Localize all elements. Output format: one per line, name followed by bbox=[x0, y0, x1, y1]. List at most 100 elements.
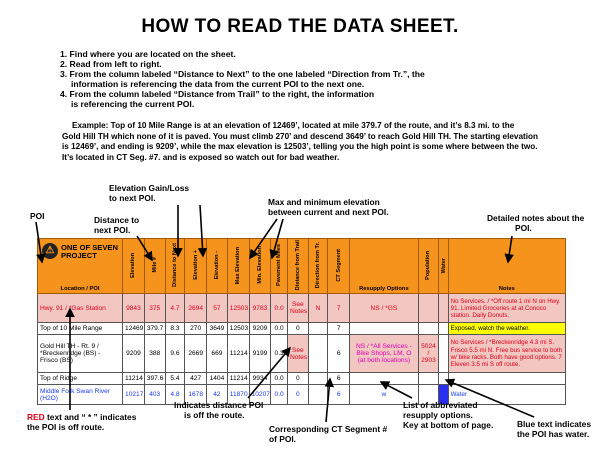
annotation-notes: Detailed notes about the POI. bbox=[487, 213, 584, 233]
page-title: HOW TO READ THE DATA SHEET. bbox=[141, 16, 459, 37]
example-line-4: It’s located in CT Seg. #7. and is expos… bbox=[62, 152, 340, 162]
cell-notes: Water bbox=[447, 384, 567, 406]
red-word: RED bbox=[27, 412, 45, 422]
example-line-3: is 12469’, and ending is 9209’, while th… bbox=[62, 142, 538, 151]
cell-notes: No Services / *Breckenridge 4.3 mi S. Fr… bbox=[447, 334, 567, 374]
cell-resupply: NS / *All Services - Bike Shops, LM, O (… bbox=[349, 334, 419, 374]
annotation-line: of POI. bbox=[269, 434, 296, 444]
arrow-poi bbox=[35, 221, 46, 264]
arrow-distance-poi bbox=[247, 346, 292, 399]
header-label: Notes bbox=[498, 286, 515, 293]
annotation-max-min: Max and minimum elevation between curren… bbox=[268, 197, 389, 217]
step-1: 1. Find where you are located on the she… bbox=[60, 49, 236, 59]
step-3: 3. From the column labeled “Distance to … bbox=[60, 69, 425, 79]
table-row: Top of 10 Mile Range 12469 379.7 8.3 270… bbox=[36, 322, 567, 336]
arrow-ct-segment bbox=[324, 377, 335, 423]
table-row: Gold Hill TH - Rt. 9 / *Breckenridge (BS… bbox=[36, 334, 567, 374]
cell-elevation: 9843 bbox=[122, 293, 145, 324]
annotation-line: Max and minimum elevation bbox=[268, 197, 380, 207]
arrow-resupply bbox=[379, 381, 413, 399]
cell-notes: No Services. / *Off route 1 mi N on Hwy.… bbox=[447, 293, 567, 324]
arrow-min-elevation bbox=[269, 218, 284, 260]
header-water: Water bbox=[438, 237, 449, 295]
annotation-text: text and “ * ” indicates bbox=[44, 412, 137, 422]
step-4: 4. From the column labeled “Distance fro… bbox=[60, 89, 375, 99]
header-elevation: Elevation bbox=[122, 237, 145, 295]
cell-resupply: w bbox=[349, 384, 419, 406]
cell-elevation-plus: 2694 bbox=[184, 293, 208, 324]
annotation-line: Blue text indicates bbox=[517, 419, 592, 429]
header-ct-segment: CT Segment bbox=[327, 237, 351, 295]
example-line-1: Example: Top of 10 Mile Range is at an e… bbox=[72, 121, 515, 130]
annotation-line: Key at bottom of page. bbox=[403, 420, 494, 430]
header-max-elevation: Max Elevation bbox=[226, 237, 250, 295]
annotation-poi: POI bbox=[30, 211, 45, 221]
cell-mile: 375 bbox=[143, 293, 166, 324]
annotation-line: to next POI. bbox=[109, 193, 156, 203]
cell-ct-segment: 7 bbox=[327, 293, 351, 324]
cell-elevation: 10217 bbox=[122, 384, 145, 406]
annotation-line: is off the route. bbox=[184, 410, 245, 420]
header-direction-trail: Direction from Tr. bbox=[307, 237, 329, 295]
annotation-distance-poi: Indicates distance POI is off the route. bbox=[174, 400, 263, 420]
annotation-line: Corresponding CT Segment # bbox=[269, 424, 388, 434]
header-location: ⚠ ONE OF SEVEN PROJECT Location / POI bbox=[36, 237, 124, 295]
example-paragraph: Example: Top of 10 Mile Range is at an e… bbox=[62, 121, 538, 163]
header-resupply: Resupply Options bbox=[349, 237, 419, 295]
annotation-line: Indicates distance POI bbox=[174, 400, 264, 410]
table-row: Middle Fork Swan River (H2O) 10217 403 4… bbox=[36, 384, 567, 406]
arrow-max-elevation bbox=[249, 218, 278, 260]
cell-pavement: 0.0 bbox=[270, 384, 288, 406]
cell-mile: 397.6 bbox=[143, 372, 166, 386]
annotation-blue-text: Blue text indicates the POI has water. bbox=[517, 419, 591, 439]
cell-min-elevation: 9783 bbox=[248, 293, 272, 324]
logo-line: PROJECT bbox=[61, 251, 97, 260]
cell-water-marker bbox=[438, 384, 449, 406]
table-header-row: ⚠ ONE OF SEVEN PROJECT Location / POI El… bbox=[36, 237, 567, 295]
cell-elevation-plus: 1678 bbox=[184, 384, 208, 406]
table-row: Hwy. 91 / *Gas Station 9843 375 4.7 2694… bbox=[36, 293, 567, 324]
header-population: Population bbox=[417, 237, 440, 295]
logo-text: ONE OF SEVEN PROJECT bbox=[61, 244, 118, 260]
annotation-line: POI. bbox=[515, 223, 532, 233]
cell-mile: 403 bbox=[143, 384, 166, 406]
annotation-line: next POI. bbox=[94, 225, 131, 235]
step-2: 2. Read from left to right. bbox=[60, 59, 162, 69]
cell-pavement: 0.0 bbox=[270, 293, 288, 324]
annotation-red-text: RED text and “ * ” indicates the POI is … bbox=[27, 412, 136, 432]
annotation-line: the POI has water. bbox=[517, 429, 590, 439]
annotation-line: List of abbreviated bbox=[403, 400, 478, 410]
annotation-resupply: List of abbreviated resupply options. Ke… bbox=[403, 400, 493, 430]
annotation-line: RED text and “ * ” indicates bbox=[27, 412, 136, 422]
header-label: Location / POI bbox=[60, 286, 100, 293]
annotation-line: between current and next POI. bbox=[268, 207, 389, 217]
example-line-2: Gold Hill TH which none of it is paved. … bbox=[62, 131, 539, 141]
cell-location: Middle Fork Swan River (H2O) bbox=[36, 384, 124, 406]
step-4-cont: is referencing the current POI. bbox=[71, 99, 195, 109]
annotation-distance-next: Distance to next POI. bbox=[94, 215, 139, 235]
cell-max-elevation: 11870 bbox=[226, 384, 250, 406]
annotation-line: the POI is off route. bbox=[27, 422, 105, 432]
arrow-distance-next bbox=[136, 235, 153, 262]
annotation-line: Elevation Gain/Loss bbox=[109, 183, 190, 193]
data-sheet-table: ⚠ ONE OF SEVEN PROJECT Location / POI El… bbox=[36, 237, 567, 406]
arrow-blue-text bbox=[444, 378, 535, 418]
annotation-elevation-gain: Elevation Gain/Loss to next POI. bbox=[109, 183, 189, 203]
header-notes: Notes bbox=[447, 237, 567, 295]
cell-distance-trail: 0 bbox=[286, 384, 309, 406]
cell-elevation-minus: 57 bbox=[206, 293, 228, 324]
header-label: Resupply Options bbox=[359, 286, 409, 293]
arrow-elevation-minus bbox=[197, 204, 208, 258]
header-distance-trail: Distance from Trail bbox=[286, 237, 309, 295]
instruction-steps: 1. Find where you are located on the she… bbox=[60, 49, 425, 109]
cell-population: 5024 / 2903 bbox=[417, 334, 440, 374]
cell-resupply: NS / *GS bbox=[349, 293, 419, 324]
logo-line: ONE OF SEVEN bbox=[61, 243, 118, 252]
step-3-cont: information is referencing the data from… bbox=[71, 79, 365, 89]
arrow-notes bbox=[504, 235, 514, 264]
header-elevation-minus: Elevation - bbox=[206, 237, 228, 295]
annotation-line: Detailed notes about the bbox=[487, 213, 585, 223]
annotation-line: resupply options. bbox=[403, 410, 473, 420]
annotation-ct-segment: Corresponding CT Segment # of POI. bbox=[269, 424, 387, 444]
